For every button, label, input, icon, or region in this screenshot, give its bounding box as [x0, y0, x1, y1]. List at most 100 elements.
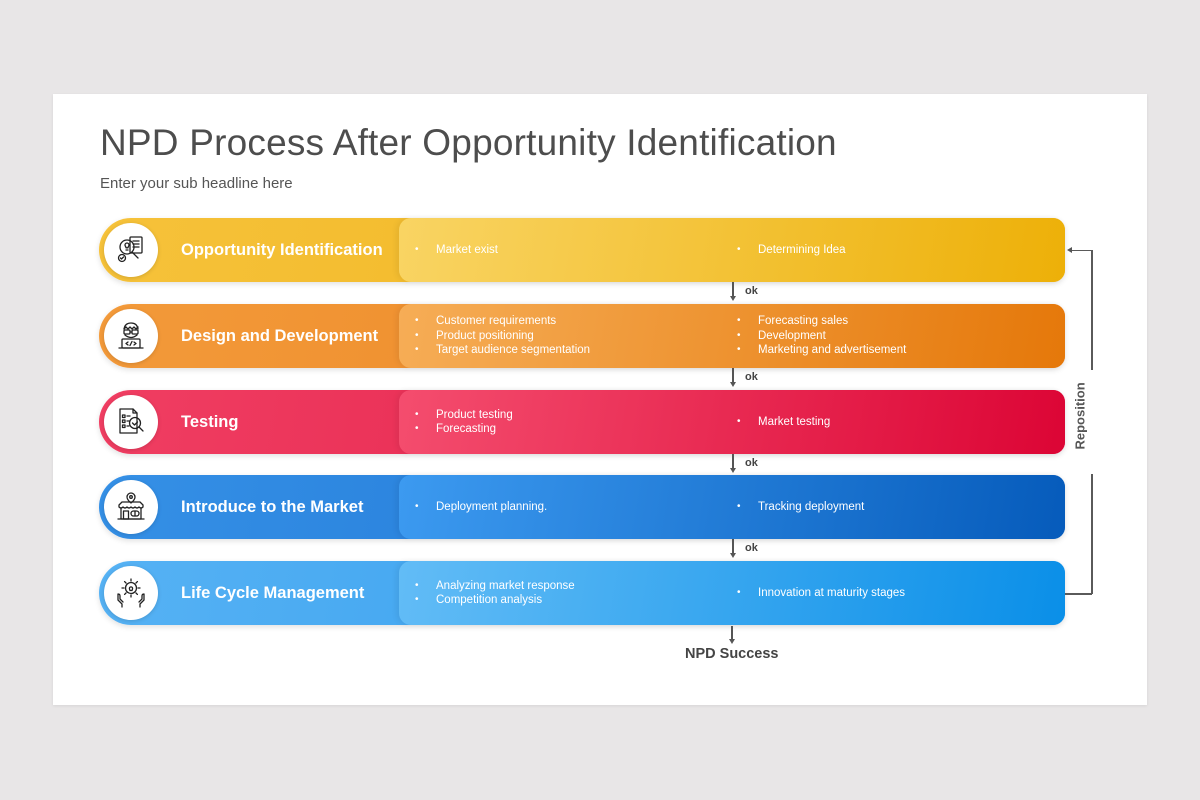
bullet-text: Deployment planning. [436, 500, 548, 513]
bullet-item: • Customer requirements [415, 314, 590, 329]
bullet-icon: • [415, 243, 419, 255]
down-arrow-icon [729, 468, 736, 473]
ok-label: ok [745, 457, 758, 469]
down-arrow-line [732, 454, 734, 469]
bullet-text: Competition analysis [436, 594, 543, 606]
ok-connector: ok [729, 282, 770, 304]
slide: NPD Process After Opportunity Identifica… [53, 94, 1147, 705]
bullet-text: Target audience segmentation [436, 344, 591, 357]
left-arrow-icon [1067, 246, 1072, 253]
bullet-item: • Target audience segmentation [415, 343, 590, 358]
bullet-item: • Deployment planning. [415, 500, 547, 515]
bullet-icon: • [415, 594, 419, 605]
bullet-icon: • [737, 243, 741, 255]
bullet-icon: • [415, 315, 419, 327]
stage-row: Introduce to the Market • Deployment plann… [99, 475, 1065, 539]
idea-search-icon [104, 223, 158, 277]
bullet-item: • Analyzing market response [415, 579, 575, 594]
bullet-text: Determining Idea [758, 243, 846, 256]
bullet-icon: • [737, 315, 741, 327]
stage-label: Introduce to the Market [181, 497, 364, 516]
ok-connector: ok [729, 539, 770, 561]
page-title: NPD Process After Opportunity Identifica… [100, 122, 837, 163]
down-arrow-icon [729, 382, 736, 387]
bullet-item: • Competition analysis [415, 593, 575, 608]
bullet-item: • Development [737, 329, 906, 344]
reposition-line-lower [1091, 474, 1093, 594]
right-bullet-list: • Innovation at maturity stages [737, 561, 905, 625]
bullet-icon: • [415, 500, 419, 512]
bullet-text: Forecasting sales [758, 315, 849, 328]
bullet-text: Market exist [436, 243, 498, 256]
developer-icon [104, 309, 158, 363]
bullet-item: • Marketing and advertisement [737, 343, 906, 358]
bullet-item: • Forecasting [415, 422, 513, 437]
bullet-icon: • [737, 586, 741, 598]
npd-success-label: NPD Success [685, 646, 779, 662]
left-bullet-list: • Deployment planning. [415, 475, 547, 539]
bullet-item: • Product positioning [415, 329, 590, 344]
bullet-icon: • [737, 344, 741, 356]
reposition-label: Reposition [1072, 382, 1088, 450]
bullet-text: Innovation at maturity stages [758, 586, 906, 599]
stage-details: • Market exist • Determining Idea [399, 218, 1065, 282]
stage-details: • Customer requirements • Product positioni… [399, 304, 1065, 368]
bullet-icon: • [737, 500, 741, 512]
left-bullet-list: • Market exist [415, 218, 498, 282]
bullet-text: Product positioning [436, 329, 534, 342]
left-bullet-list: • Customer requirements • Product positioni… [415, 304, 590, 368]
bullet-item: • Product testing [415, 408, 513, 423]
bullet-item: • Tracking deployment [737, 500, 864, 515]
stage-row: Life Cycle Management•Analyzing market r… [99, 561, 1065, 625]
down-arrow-line [732, 539, 734, 554]
bullet-text: Forecasting [436, 423, 497, 435]
bullet-icon: • [737, 329, 741, 341]
bullet-text: Customer requirements [436, 315, 557, 328]
right-bullet-list: • Tracking deployment [737, 475, 864, 539]
bullet-icon: • [415, 329, 419, 341]
bullet-text: Product testing [436, 408, 513, 421]
bullet-text: Analyzing market response [436, 579, 575, 592]
right-bullet-list: • Market testing [737, 390, 830, 454]
ok-label: ok [745, 542, 758, 554]
bullet-text: Marketing and advertisement [758, 344, 907, 357]
ok-label: ok [745, 371, 758, 383]
right-bullet-list: • Determining Idea [737, 218, 846, 282]
bullet-item: • Market exist [415, 243, 498, 258]
reposition-line-upper [1091, 250, 1093, 370]
bullet-item: • Forecasting sales [737, 314, 906, 329]
bullet-item: • Innovation at maturity stages [737, 586, 905, 601]
bullet-text: Tracking deployment [758, 500, 865, 513]
stage-details: • Analyzing market response • Competition a… [399, 561, 1065, 625]
bullet-text: Development [758, 329, 826, 342]
bullet-item: • Market testing [737, 415, 830, 430]
gear-hands-icon [104, 566, 158, 620]
stage-label: Opportunity Identification [181, 240, 383, 259]
down-arrow-line [732, 368, 734, 383]
down-arrow-icon [729, 296, 736, 301]
stage-row: Design and Development•Customer requirem… [99, 304, 1065, 368]
stage-label: Testing [181, 412, 239, 431]
stage-row: Testing • Product testing • Forecasting • Mark… [99, 390, 1065, 454]
stage-details: • Deployment planning. • Tracking deploymen… [399, 475, 1065, 539]
stage-details: • Product testing • Forecasting • Market test… [399, 390, 1065, 454]
stage-row: Opportunity Identification•Market exist•… [99, 218, 1065, 282]
ok-connector: ok [729, 454, 770, 476]
bullet-icon: • [415, 579, 419, 591]
right-bullet-list: • Forecasting sales • Development • Marketing… [737, 304, 906, 368]
document-check-icon [104, 395, 158, 449]
bullet-icon: • [737, 415, 741, 427]
bullet-item: • Determining Idea [737, 243, 846, 258]
bullet-icon: • [415, 344, 419, 356]
bullet-text: Market testing [758, 415, 831, 428]
down-arrow-icon [729, 553, 736, 558]
ok-label: ok [745, 285, 758, 297]
left-bullet-list: • Product testing • Forecasting [415, 390, 513, 454]
reposition-line-top [1071, 249, 1092, 251]
bullet-icon: • [415, 423, 419, 434]
down-arrow-line [732, 282, 734, 297]
store-location-icon [104, 480, 158, 534]
bullet-icon: • [415, 408, 419, 420]
left-bullet-list: • Analyzing market response • Competition a… [415, 561, 575, 625]
reposition-line-bottom [1065, 593, 1092, 595]
